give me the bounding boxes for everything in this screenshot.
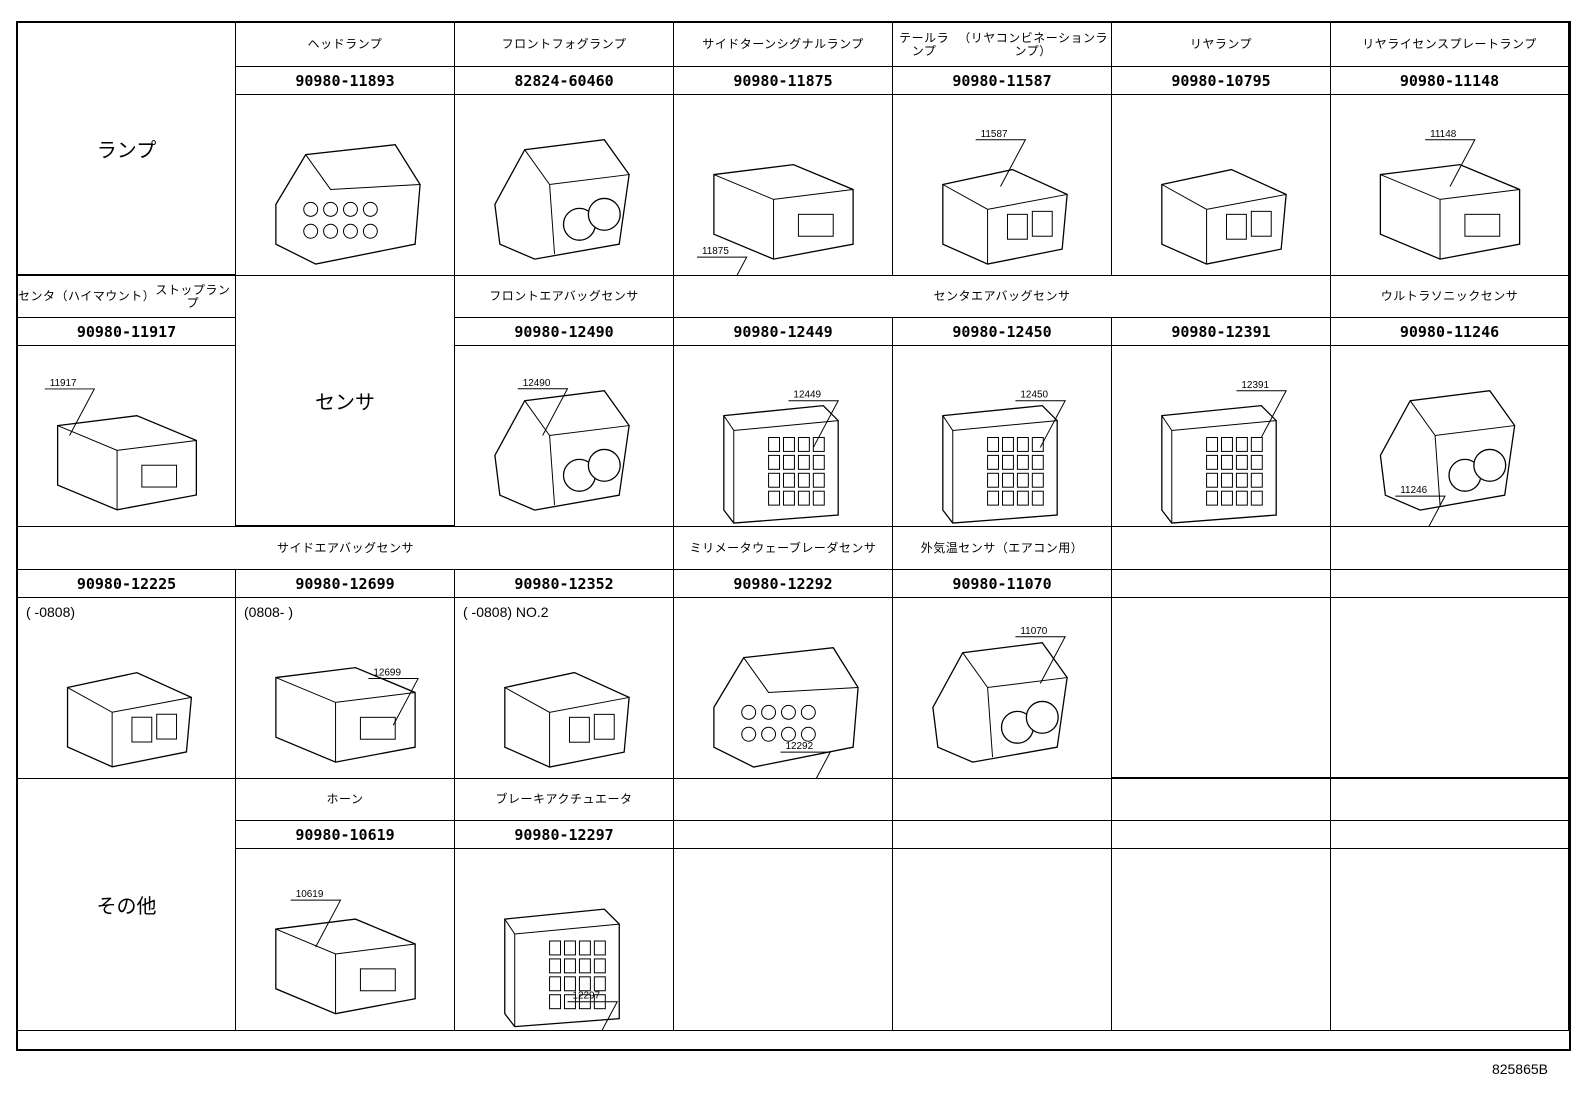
empty-cell	[1112, 570, 1331, 598]
part-number: 90980-10619	[236, 821, 455, 849]
empty-cell	[674, 821, 893, 849]
part-number: 90980-12450	[893, 318, 1112, 346]
part-number: 90980-11587	[893, 67, 1112, 95]
callout-label: 12391	[1241, 380, 1269, 391]
connector-drawing thick: 12391	[1112, 346, 1331, 527]
callout-label: 12297	[572, 991, 600, 1002]
part-number: 90980-12297	[455, 821, 674, 849]
empty-cell	[1112, 849, 1331, 1031]
connector-drawing thick: 12450	[893, 346, 1112, 527]
callout-label: 12490	[523, 378, 551, 389]
connector-drawing thick: ( -0808)	[18, 598, 236, 779]
connector-drawing: 12297	[455, 849, 674, 1031]
connector-label: ウルトラソニックセンサ	[1331, 276, 1569, 318]
connector-label: フロントエアバッグセンサ	[455, 276, 674, 318]
figure-id: 825865B	[1491, 1061, 1548, 1077]
connector-label: ミリメータウェーブレーダセンサ	[674, 527, 893, 570]
category-other: その他	[18, 779, 236, 1031]
empty-cell	[1331, 821, 1569, 849]
empty-cell	[674, 849, 893, 1031]
part-number: 90980-12292	[674, 570, 893, 598]
connector-label: センタ（ハイマウント）ストップランプ	[18, 276, 236, 318]
empty-cell	[893, 779, 1112, 821]
connector-label: サイドターンシグナルランプ	[674, 23, 893, 67]
empty-cell	[893, 821, 1112, 849]
empty-cell	[1331, 598, 1569, 779]
part-number: 82824-60460	[455, 67, 674, 95]
connector-drawing thick: 12292	[674, 598, 893, 779]
callout-label: 10619	[296, 889, 324, 900]
empty-cell	[1112, 598, 1331, 779]
connector-drawing thick: 12449	[674, 346, 893, 527]
date-range-note: ( -0808) NO.2	[463, 604, 549, 620]
connector-label: 外気温センサ（エアコン用）	[893, 527, 1112, 570]
empty-cell	[1331, 570, 1569, 598]
part-number: 90980-12490	[455, 318, 674, 346]
callout-label: 12292	[785, 741, 813, 752]
connector-drawing thick: 11148	[1331, 95, 1569, 276]
part-number: 90980-12699	[236, 570, 455, 598]
connector-drawing thick: 11070	[893, 598, 1112, 779]
connector-drawing	[455, 95, 674, 276]
empty-cell	[1331, 849, 1569, 1031]
part-number: 90980-11917	[18, 318, 236, 346]
part-number: 90980-11875	[674, 67, 893, 95]
connector-label: リヤライセンスプレートランプ	[1331, 23, 1569, 67]
empty-cell	[1112, 527, 1331, 570]
part-number: 90980-12391	[1112, 318, 1331, 346]
empty-cell	[1331, 779, 1569, 821]
part-number: 90980-11246	[1331, 318, 1569, 346]
connector-label: ヘッドランプ	[236, 23, 455, 67]
part-number: 90980-11893	[236, 67, 455, 95]
empty-cell	[1112, 779, 1331, 821]
part-number: 90980-12225	[18, 570, 236, 598]
connector-drawing	[1112, 95, 1331, 276]
callout-label: 11246	[1400, 485, 1427, 496]
callout-label: 12450	[1020, 390, 1048, 401]
connector-label: サイドエアバッグセンサ	[18, 527, 674, 570]
connector-drawing thick: 12699 (0808- )	[236, 598, 455, 779]
callout-label: 11875	[702, 246, 729, 257]
callout-label: 11148	[1430, 129, 1457, 140]
part-number: 90980-11148	[1331, 67, 1569, 95]
connector-drawing: 11875	[674, 95, 893, 276]
date-range-note: ( -0808)	[26, 604, 76, 620]
date-range-note: (0808- )	[244, 604, 294, 620]
empty-cell	[1112, 821, 1331, 849]
empty-cell	[893, 849, 1112, 1031]
part-number: 90980-12352	[455, 570, 674, 598]
part-number: 90980-11070	[893, 570, 1112, 598]
category-lamp: ランプ	[18, 23, 236, 276]
callout-label: 11587	[981, 129, 1008, 140]
connector-drawing thick: ( -0808) NO.2	[455, 598, 674, 779]
connector-label: フロントフォグランプ	[455, 23, 674, 67]
connector-drawing	[236, 95, 455, 276]
callout-label: 12449	[793, 390, 821, 401]
connector-label: リヤランプ	[1112, 23, 1331, 67]
callout-label: 12699	[373, 668, 401, 679]
callout-label: 11917	[50, 378, 77, 389]
connector-label: センタエアバッグセンサ	[674, 276, 1331, 318]
connector-drawing thick: 12490	[455, 346, 674, 527]
connector-drawing: 10619	[236, 849, 455, 1031]
callout-label: 11070	[1020, 626, 1047, 637]
connector-drawing: 11587	[893, 95, 1112, 276]
part-number: 90980-10795	[1112, 67, 1331, 95]
connector-drawing thick: 11246	[1331, 346, 1569, 527]
connector-label: ホーン	[236, 779, 455, 821]
connector-label: ブレーキアクチュエータ	[455, 779, 674, 821]
empty-cell	[674, 779, 893, 821]
connector-label: テールランプ（リヤコンビネーションランプ）	[893, 23, 1112, 67]
connector-drawing thick: 11917	[18, 346, 236, 527]
category-sensor: センサ	[236, 276, 455, 527]
part-number: 90980-12449	[674, 318, 893, 346]
empty-cell	[1331, 527, 1569, 570]
